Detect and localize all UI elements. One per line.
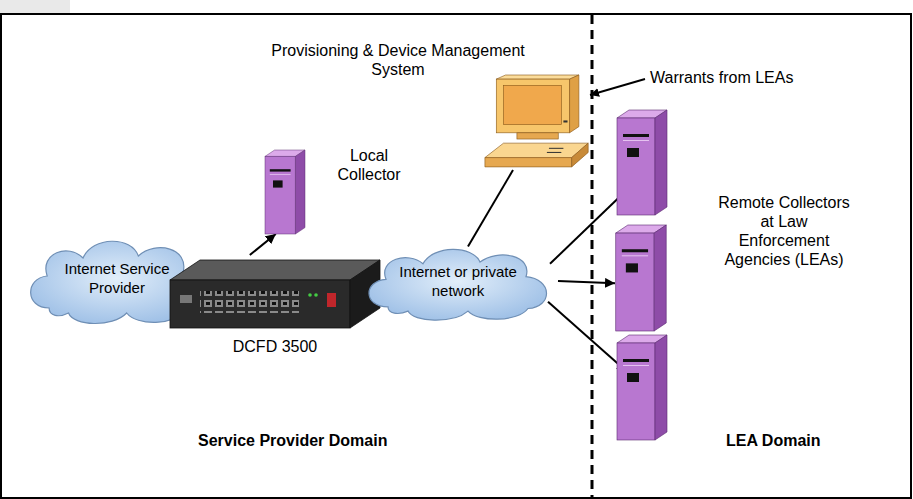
domain-divider [591,15,594,499]
domain-label: Service Provider Domain [198,431,387,450]
remote-collector [617,335,667,440]
device-shape [170,255,380,330]
warrant-note: Warrants from LEAs [650,68,793,87]
local-collector: Local Collector [262,150,308,234]
frame [1,14,911,498]
server-shape [617,110,667,215]
server-shape [615,225,667,331]
connector [468,170,513,247]
dcfd-device: DCFD 3500 [170,255,380,330]
computer-shape [480,75,590,170]
connector [250,234,276,255]
network-cloud: Internet or private network [358,238,558,324]
remote-collector [617,110,667,215]
corner-tab [0,0,70,14]
node-label: Internet or private network [396,262,520,300]
connector [550,190,627,264]
cloud-shape [358,238,558,324]
management-system: Provisioning & Device Management System [480,75,590,170]
node-label: DCFD 3500 [200,337,350,356]
connector [558,281,615,283]
warrant-arrow [590,79,645,95]
node-label: Provisioning & Device Management System [268,41,528,79]
node-label: Remote Collectors at Law Enforcement Age… [715,193,853,269]
node-label: Local Collector [324,146,414,184]
node-label: Internet Service Provider [57,259,177,297]
domain-label: LEA Domain [726,431,821,450]
server-shape [262,150,308,234]
remote-collector: Remote Collectors at Law Enforcement Age… [615,225,667,331]
connector [548,302,627,372]
server-shape [617,335,667,440]
